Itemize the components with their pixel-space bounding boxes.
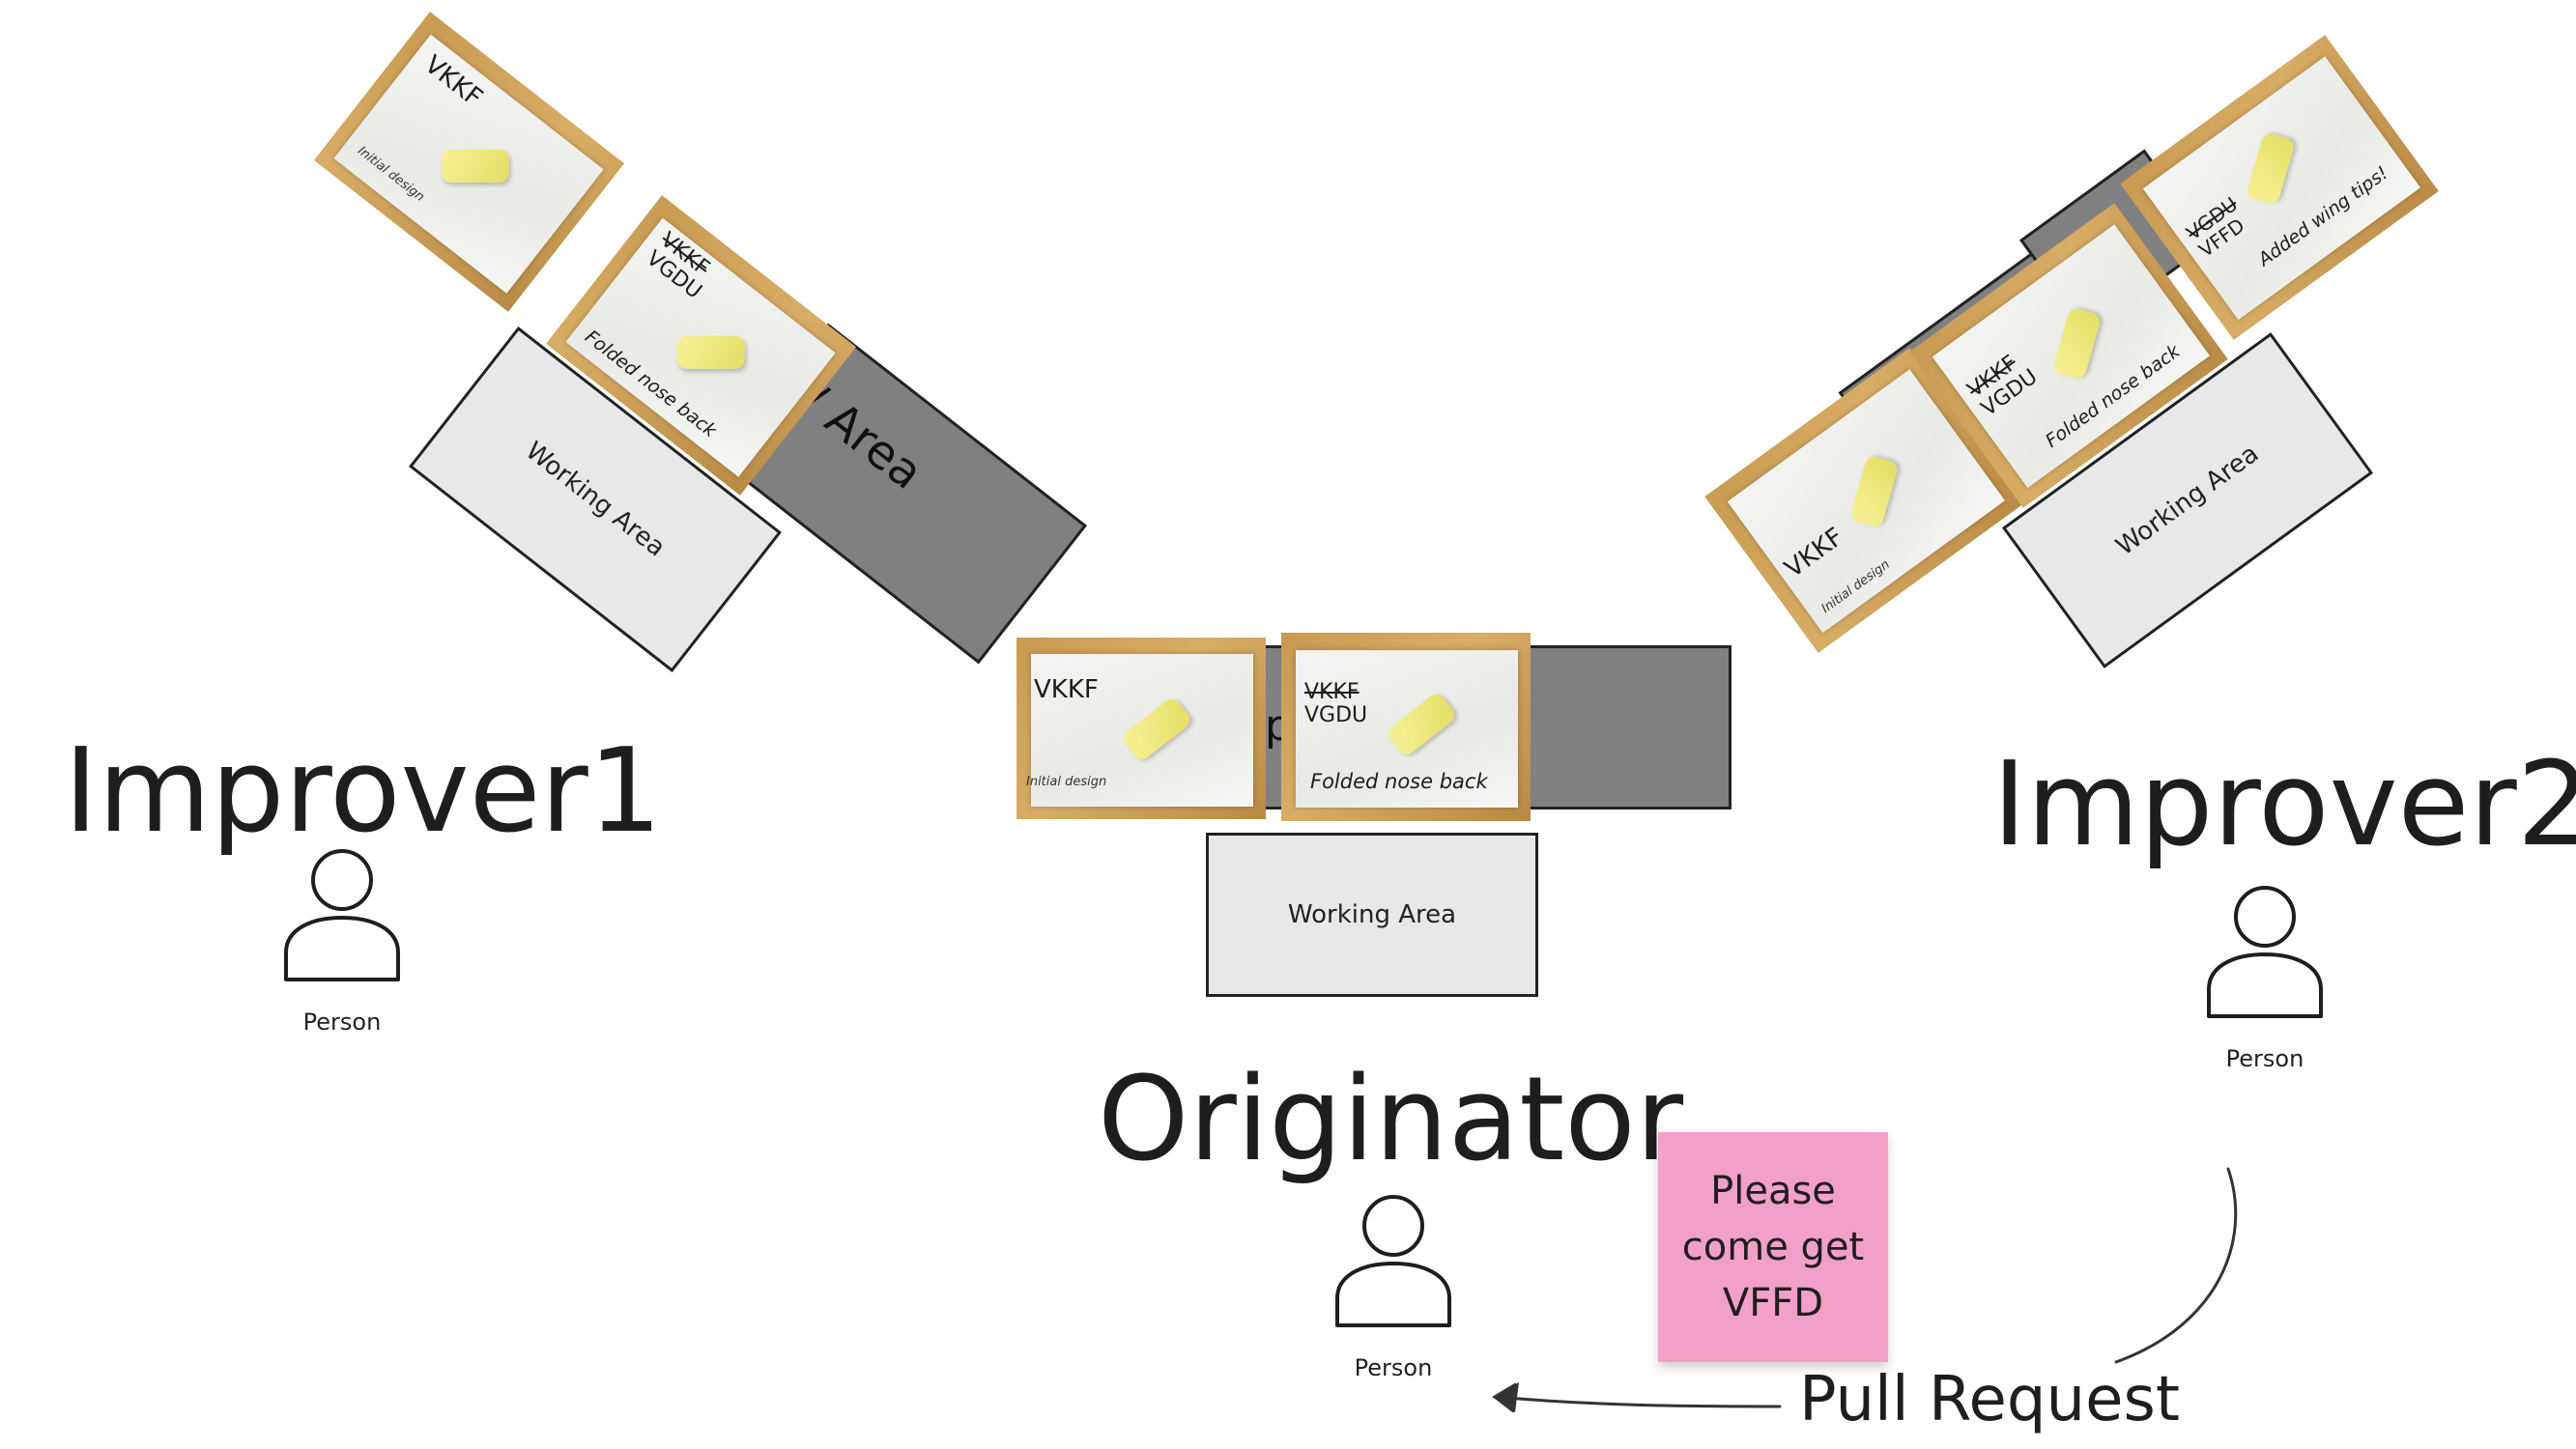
improver1-person-icon [284,849,400,981]
pull-request-label: Pull Request [1799,1364,2180,1435]
photo-code: VKKF VGDU [1304,680,1368,728]
originator-person-icon [1335,1195,1451,1327]
photo-new-code: VGDU [1304,703,1368,728]
originator-person-label: Person [1354,1354,1433,1381]
photo-caption: Folded nose back [1310,770,1488,793]
improver2-person-icon [2207,886,2323,1018]
improver1-person-label: Person [302,1009,382,1036]
sticky-note[interactable]: Please come get VFFD [1658,1132,1888,1362]
originator-working-area-label: Working Area [1287,900,1457,929]
improver2-person-label: Person [2225,1045,2304,1072]
photo-old-code: VKKF [1304,680,1360,704]
originator-photo-folded: VKKF VGDU Folded nose back [1281,633,1531,821]
originator-working-area[interactable]: Working Area [1206,833,1538,997]
originator-title: Originator [1098,1053,1684,1187]
originator-photo-initial: VKKF Initial design [1016,638,1266,819]
improver1-title: Improver1 [64,724,663,859]
photo-code: VKKF [1034,675,1099,704]
improver2-title: Improver2 [1992,738,2576,872]
photo-caption: Initial design [1026,775,1107,789]
